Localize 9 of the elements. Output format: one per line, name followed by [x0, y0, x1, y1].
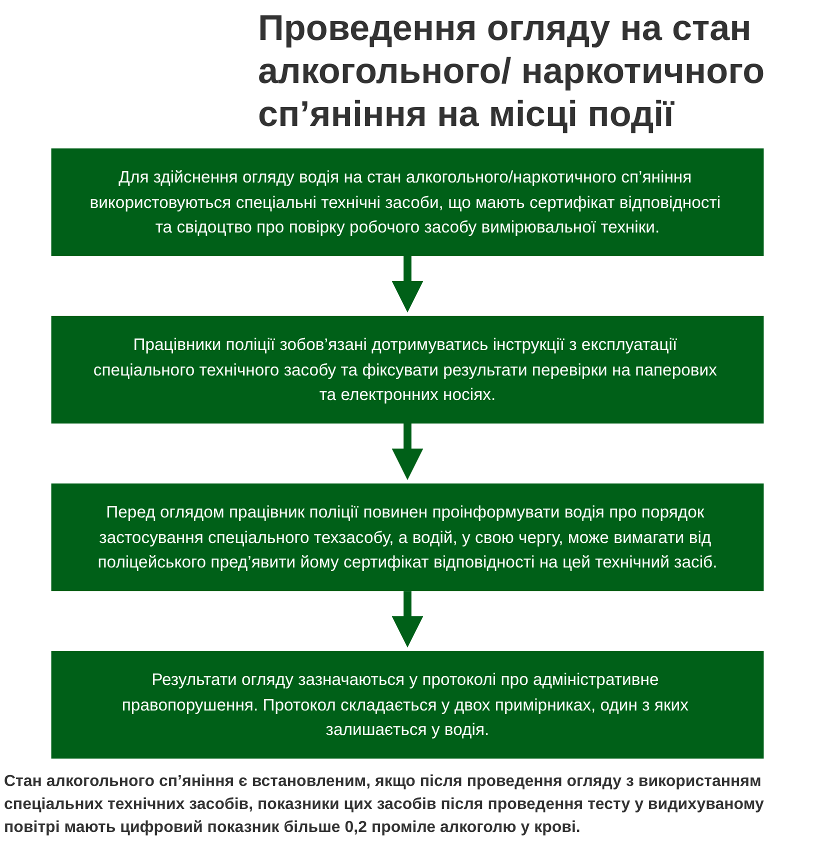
title: Проведення огляду на стан алкогольного/ наркотичного сп’яніння на місці події [258, 6, 766, 135]
step-box: Для здійснення огляду водія на стан алкогольного/наркотичного сп’яніння використовуються спеціальні технічні засоби, що мають сертифікат відповідності та свідоцтво про повірку робочого засобу вимірювальної техніки. [51, 148, 764, 256]
note-text: Стан алкогольного сп’яніння є встановленим, якщо після проведення огляду з використанням спеціальних технічних засобів, показники цих засобів після проведення тесту у видихуваному повітрі мають цифровий показник більше 0,2 проміле алкоголю у крові. [4, 772, 765, 838]
step-box: Перед оглядом працівник поліції повинен проінформувати водія про порядок застосування спеціального техзасобу, а водій, у свою чергу, може вимагати від поліцейського пред’явити йому сертифікат відповідності на цей технічний засіб. [51, 483, 764, 592]
step-box: Результати огляду зазначаються у протоколі про адміністративне правопорушення. Протокол складається у двох примірниках, один з яких залишається у водія. [51, 651, 764, 759]
arrow [392, 590, 424, 648]
step-box: Працівники поліції зобов’язані дотримуватись інструкції з експлуатації спеціального технічного засобу та фіксувати результати перевірки на паперових та електронних носіях. [51, 316, 764, 424]
arrow [392, 255, 424, 312]
arrow [392, 422, 424, 480]
